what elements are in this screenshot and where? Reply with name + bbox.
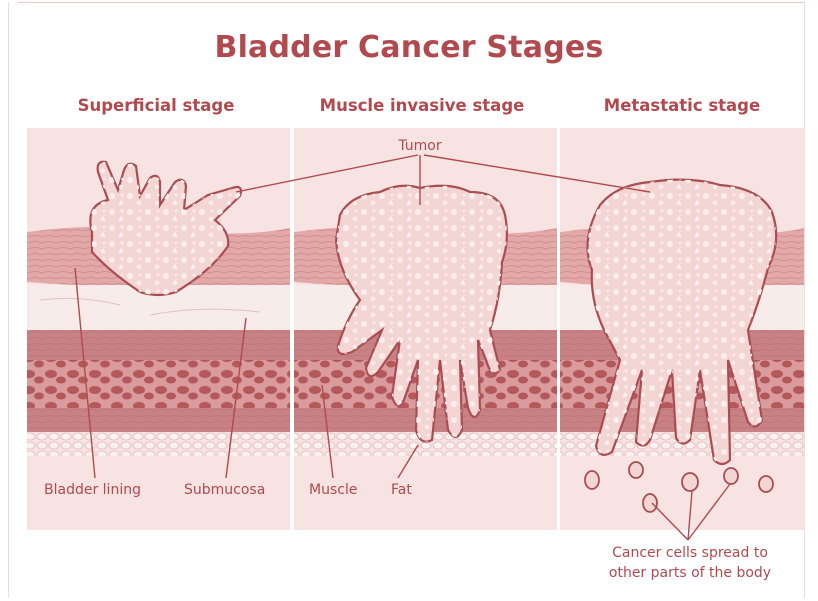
label-spread-line-2: other parts of the body bbox=[590, 565, 790, 581]
label-submucosa: Submucosa bbox=[184, 482, 265, 498]
label-tumor: Tumor bbox=[394, 138, 446, 154]
label-fat: Fat bbox=[391, 482, 412, 498]
label-muscle: Muscle bbox=[309, 482, 357, 498]
label-bladder-lining: Bladder lining bbox=[44, 482, 141, 498]
spreading-cancer-cells bbox=[585, 462, 773, 512]
label-spread-line-1: Cancer cells spread to bbox=[590, 545, 790, 561]
tumor-metastatic bbox=[588, 180, 777, 464]
